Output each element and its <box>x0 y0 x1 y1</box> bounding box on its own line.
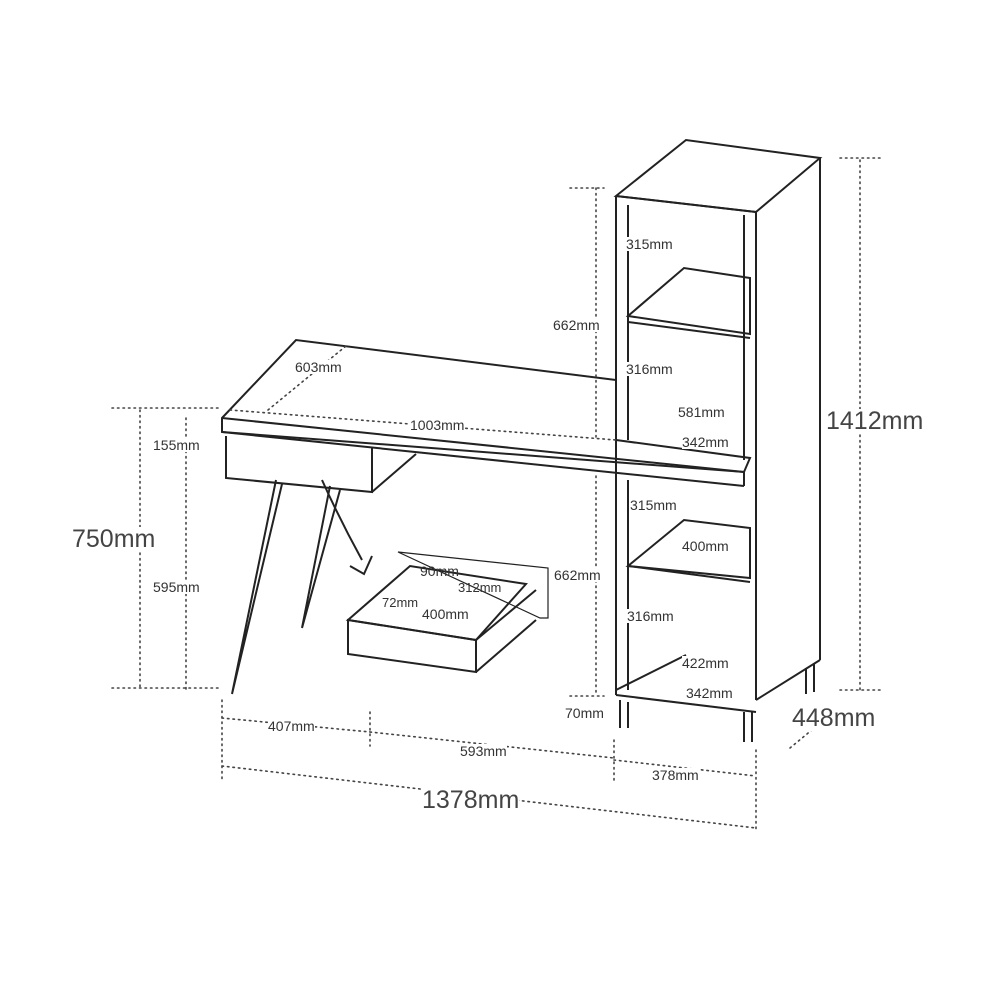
label-bottom-width: 422mm <box>682 655 729 671</box>
desk <box>221 338 752 695</box>
label-drawer-width: 400mm <box>422 606 469 622</box>
label-tower-height: 1412mm <box>826 407 924 435</box>
label-tower-depth: 448mm <box>792 704 876 732</box>
label-tower-width: 378mm <box>652 767 699 783</box>
label-upper-shelf-1: 315mm <box>626 236 673 252</box>
label-lower-shelf-2: 316mm <box>627 608 674 624</box>
label-total-width: 1378mm <box>422 786 520 814</box>
label-desk-width: 1003mm <box>410 417 465 433</box>
label-desk-depth: 603mm <box>295 359 342 375</box>
dimension-lines <box>111 157 881 831</box>
label-shelf-width: 581mm <box>678 404 725 420</box>
label-drawer-height: 90mm <box>420 563 459 579</box>
label-shelf-depth-upper: 342mm <box>682 434 729 450</box>
label-upper-shelf-2: 316mm <box>626 361 673 377</box>
label-upper-shelf-height: 662mm <box>553 317 600 333</box>
label-leg-clearance: 595mm <box>153 579 200 595</box>
label-drawer-front-height: 155mm <box>153 437 200 453</box>
label-middle-width: 593mm <box>460 743 507 759</box>
label-lower-shelf-height: 662mm <box>554 567 601 583</box>
label-drawer-side: 72mm <box>382 595 419 610</box>
label-leg-offset: 407mm <box>268 718 315 734</box>
label-drawer-inner-depth: 312mm <box>458 580 502 595</box>
label-foot-height: 70mm <box>565 705 604 721</box>
label-lower-shelf-1: 315mm <box>630 497 677 513</box>
label-lower-shelf-width: 400mm <box>682 538 729 554</box>
drawer <box>345 551 549 674</box>
label-shelf-depth-lower: 342mm <box>686 685 733 701</box>
label-total-desk-height: 750mm <box>72 525 156 553</box>
